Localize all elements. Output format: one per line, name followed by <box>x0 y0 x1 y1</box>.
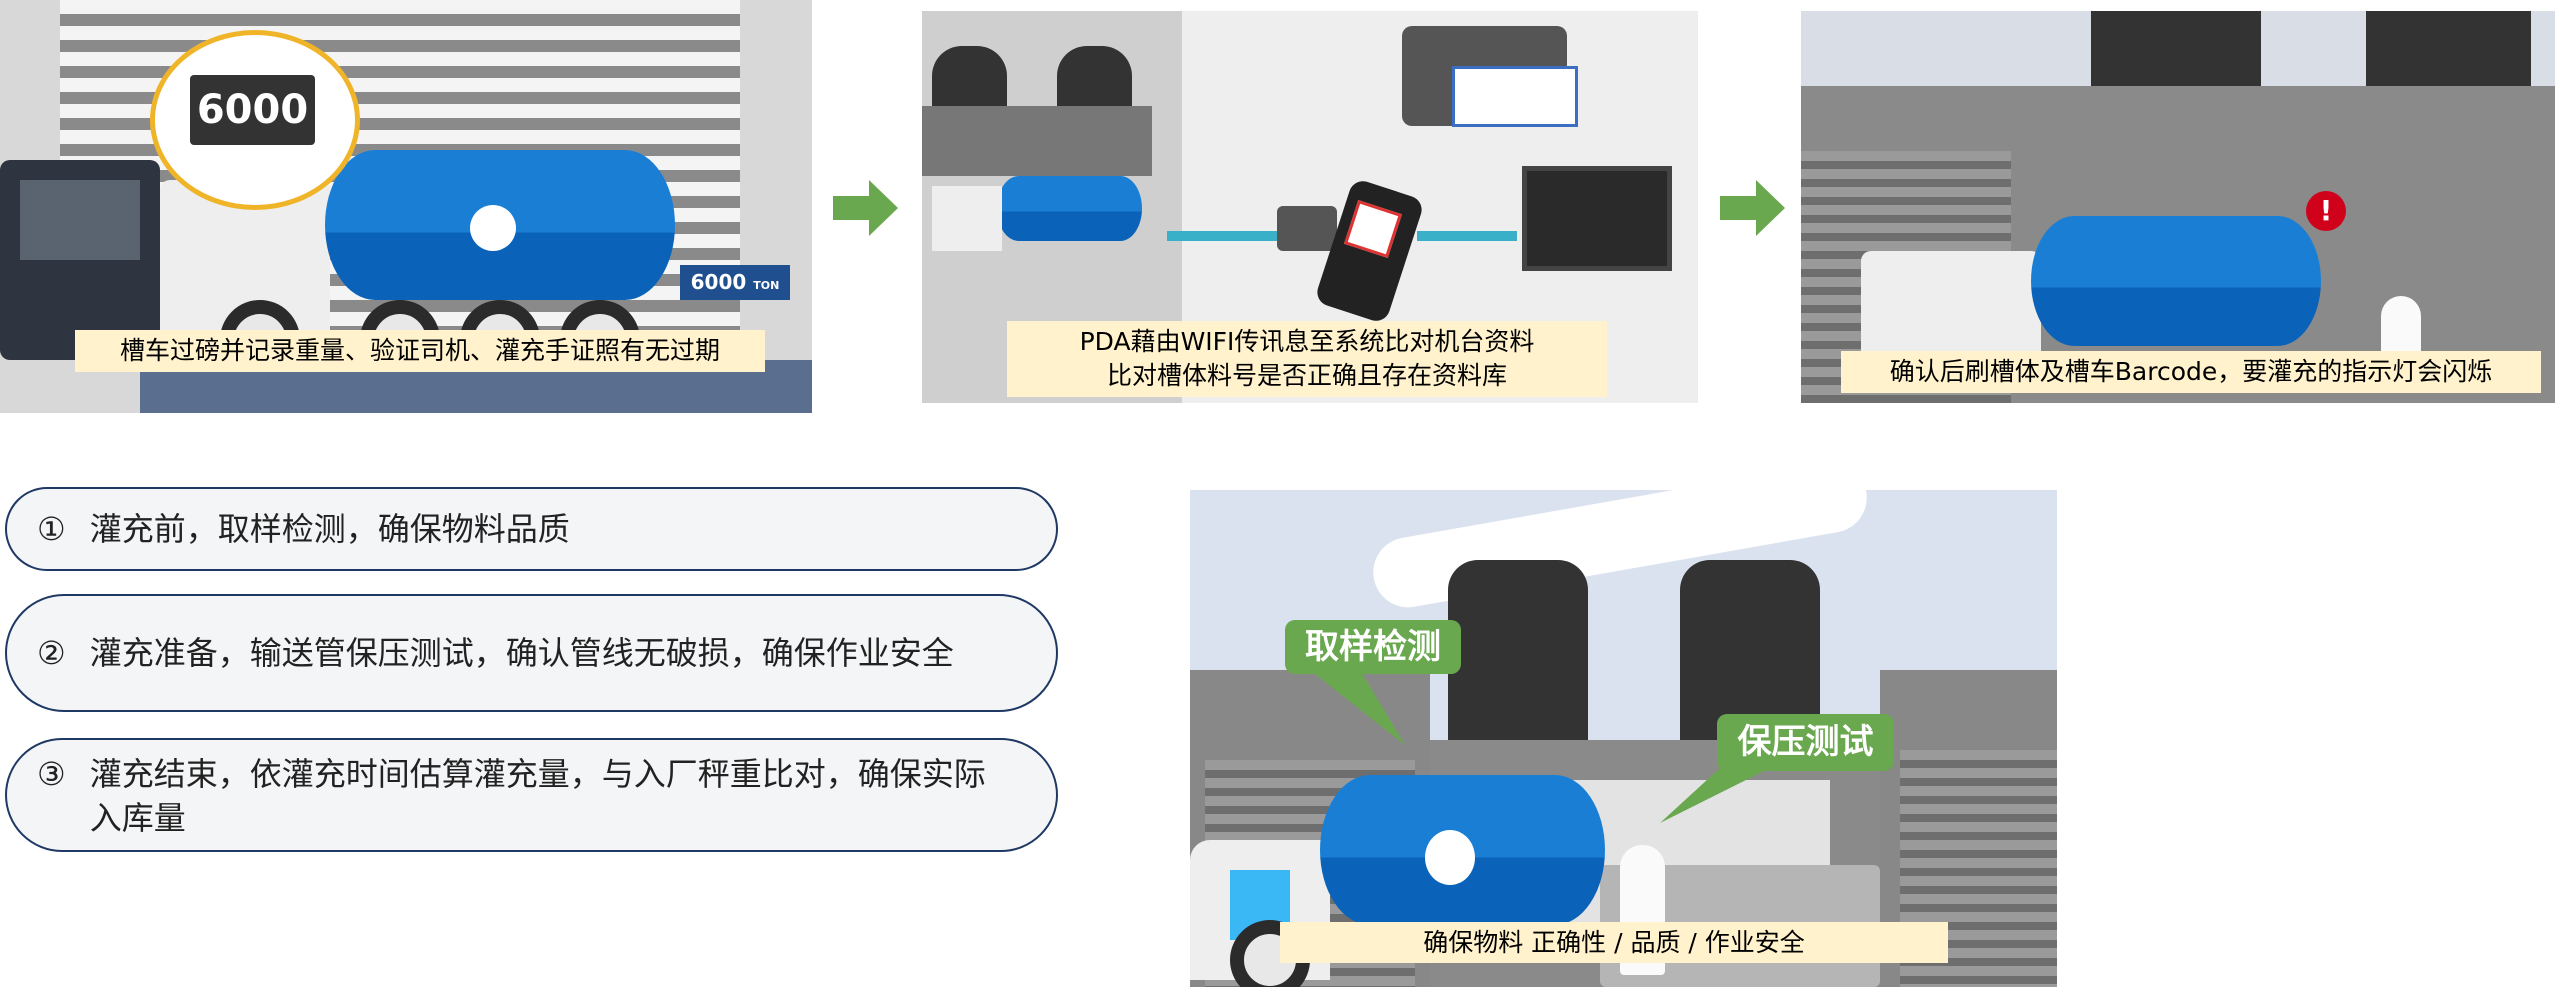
note-number: ② <box>37 634 66 672</box>
note-text: 灌充前，取样检测，确保物料品质 <box>89 510 570 548</box>
note-1: ① 灌充前，取样检测，确保物料品质 <box>5 487 1058 571</box>
flow-arrow <box>1167 231 1277 241</box>
sampling-label: 取样检测 <box>1285 620 1461 674</box>
scale-value: 6000 <box>690 270 747 294</box>
note-3: ③ 灌充结束，依灌充时间估算灌充量，与入厂秤重比对，确保实际入库量 <box>5 738 1058 852</box>
storage-tank <box>1057 46 1132 106</box>
wifi-router-icon <box>1277 206 1337 251</box>
data-window <box>1452 66 1578 127</box>
step2-pda-panel: PDA藉由WIFI传讯息至系统比对机台资料 比对槽体料号是否正确且存在资料库 <box>922 11 1698 403</box>
note-2: ② 灌充准备，输送管保压测试，确认管线无破损，确保作业安全 <box>5 594 1058 712</box>
step3-barcode-panel: ! 确认后刷槽体及槽车Barcode，要灌充的指示灯会闪烁 <box>1801 11 2555 403</box>
tanker-tank <box>2031 216 2321 346</box>
note-text: 灌充准备，输送管保压测试，确认管线无破损，确保作业安全 <box>89 634 954 672</box>
step1-weighing-panel: 6000 6000 TON 槽车过磅并记录重量、验证司机、灌充手证照有无过期 <box>0 0 812 413</box>
weight-monitor: 6000 <box>190 75 315 145</box>
storage-tank <box>2091 11 2261 86</box>
step1-caption: 槽车过磅并记录重量、验证司机、灌充手证照有无过期 <box>75 330 765 372</box>
alert-marker-icon: ! <box>2306 191 2346 231</box>
filling-scene-panel: 取样检测 保压测试 确保物料 正确性 / 品质 / 作业安全 <box>1190 490 2057 987</box>
storage-tank <box>2366 11 2531 86</box>
arrow-right-icon <box>833 180 898 236</box>
factory-building <box>922 106 1152 176</box>
scale-unit: TON <box>753 279 780 292</box>
step3-caption: 确认后刷槽体及槽车Barcode，要灌充的指示灯会闪烁 <box>1841 351 2541 393</box>
step2-caption-line2: 比对槽体料号是否正确且存在资料库 <box>1106 361 1507 390</box>
tanker-tank <box>997 176 1142 241</box>
flask-icon <box>470 205 516 251</box>
computer-monitor-icon <box>1522 166 1672 271</box>
speech-bubble <box>150 30 360 210</box>
pressure-label-pointer <box>1660 768 1770 823</box>
storage-tank <box>932 46 1007 106</box>
step2-caption: PDA藉由WIFI传讯息至系统比对机台资料 比对槽体料号是否正确且存在资料库 <box>1007 321 1607 397</box>
storage-tank <box>1448 560 1588 740</box>
sampling-label-pointer <box>1310 670 1405 745</box>
storage-tank <box>1680 560 1820 740</box>
note-number: ③ <box>37 755 66 793</box>
flask-icon <box>1425 830 1475 885</box>
pressure-test-label: 保压测试 <box>1717 714 1894 771</box>
flow-arrow <box>1417 231 1517 241</box>
note-text: 灌充结束，依灌充时间估算灌充量，与入厂秤重比对，确保实际入库量 <box>89 755 986 837</box>
scale-display: 6000 TON <box>680 265 790 300</box>
truck-body <box>932 186 1002 251</box>
note-number: ① <box>37 510 66 548</box>
step2-caption-line1: PDA藉由WIFI传讯息至系统比对机台资料 <box>1079 327 1535 356</box>
arrow-right-icon <box>1720 180 1785 236</box>
filling-scene-caption: 确保物料 正确性 / 品质 / 作业安全 <box>1280 922 1948 963</box>
driver-window <box>20 180 140 260</box>
